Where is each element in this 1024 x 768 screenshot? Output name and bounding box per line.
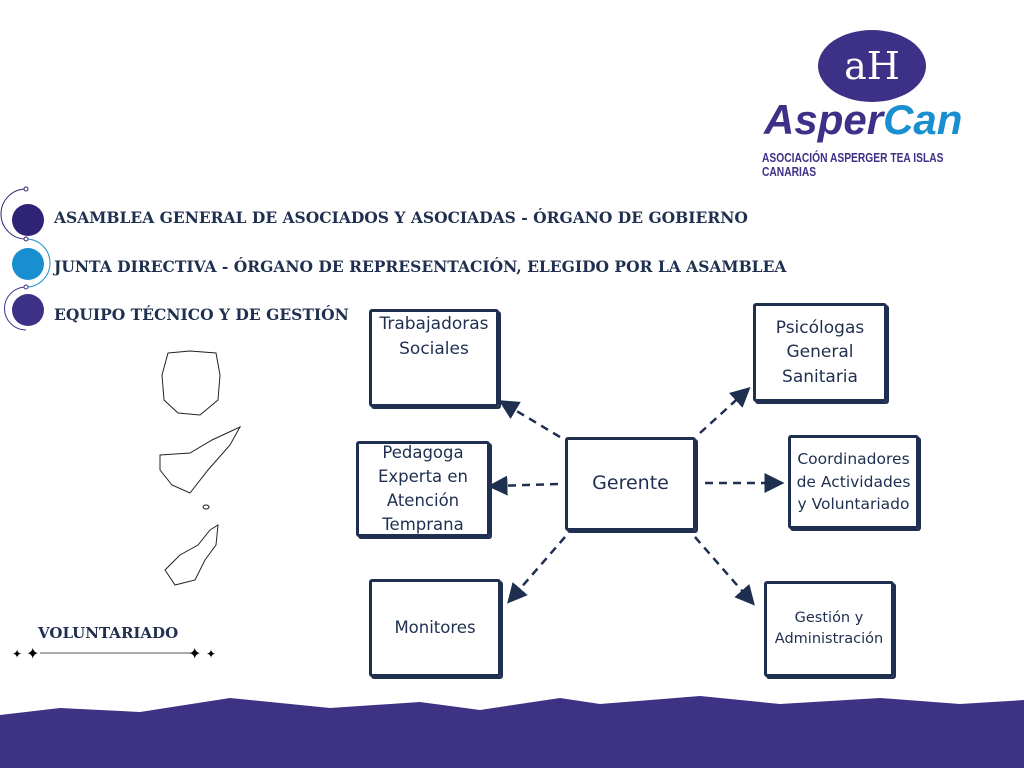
level-dot-equipo <box>12 294 44 326</box>
node-pedagoga[interactable]: Pedagoga Experta en Atención Temprana <box>356 441 490 537</box>
bottom-wave-band <box>0 696 1024 768</box>
node-monitores[interactable]: Monitores <box>369 579 501 677</box>
logo-can: Can <box>883 96 963 143</box>
node-gestion[interactable]: Gestión y Administración <box>764 581 894 677</box>
island-lanzarote <box>164 524 219 586</box>
islands-map <box>159 350 242 586</box>
svg-text:✦: ✦ <box>206 647 216 661</box>
node-psicologas[interactable]: Psicólogas General Sanitaria <box>753 303 887 402</box>
logo-asper: Asper <box>764 96 884 143</box>
voluntariado-label: VOLUNTARIADO <box>38 624 179 642</box>
svg-text:✦: ✦ <box>188 645 201 661</box>
node-trabajadoras-sociales[interactable]: Trabajadoras Sociales <box>369 309 499 407</box>
logo-wordmark: AsperCan <box>764 96 962 144</box>
level-equipo: EQUIPO TÉCNICO Y DE GESTIÓN <box>54 305 349 324</box>
svg-text:✦: ✦ <box>26 645 39 661</box>
node-gerente[interactable]: Gerente <box>565 437 696 531</box>
logo-tagline: ASOCIACIÓN ASPERGER TEA ISLAS CANARIAS <box>762 151 944 179</box>
voluntariado-divider: ✦ ✦ ✦ ✦ <box>12 645 216 661</box>
level-dot-asamblea <box>12 204 44 236</box>
level-junta: JUNTA DIRECTIVA - ÓRGANO DE REPRESENTACI… <box>54 257 787 276</box>
logo-monogram-oval: aH <box>818 30 926 102</box>
level-dot-junta <box>12 248 44 280</box>
island-tenerife <box>159 425 242 494</box>
island-gran-canaria <box>161 350 221 416</box>
node-coordinadores[interactable]: Coordinadores de Actividades y Voluntari… <box>788 435 919 529</box>
svg-text:✦: ✦ <box>12 647 22 661</box>
level-connector-line <box>0 186 51 331</box>
level-asamblea: ASAMBLEA GENERAL DE ASOCIADOS Y ASOCIADA… <box>54 208 748 227</box>
